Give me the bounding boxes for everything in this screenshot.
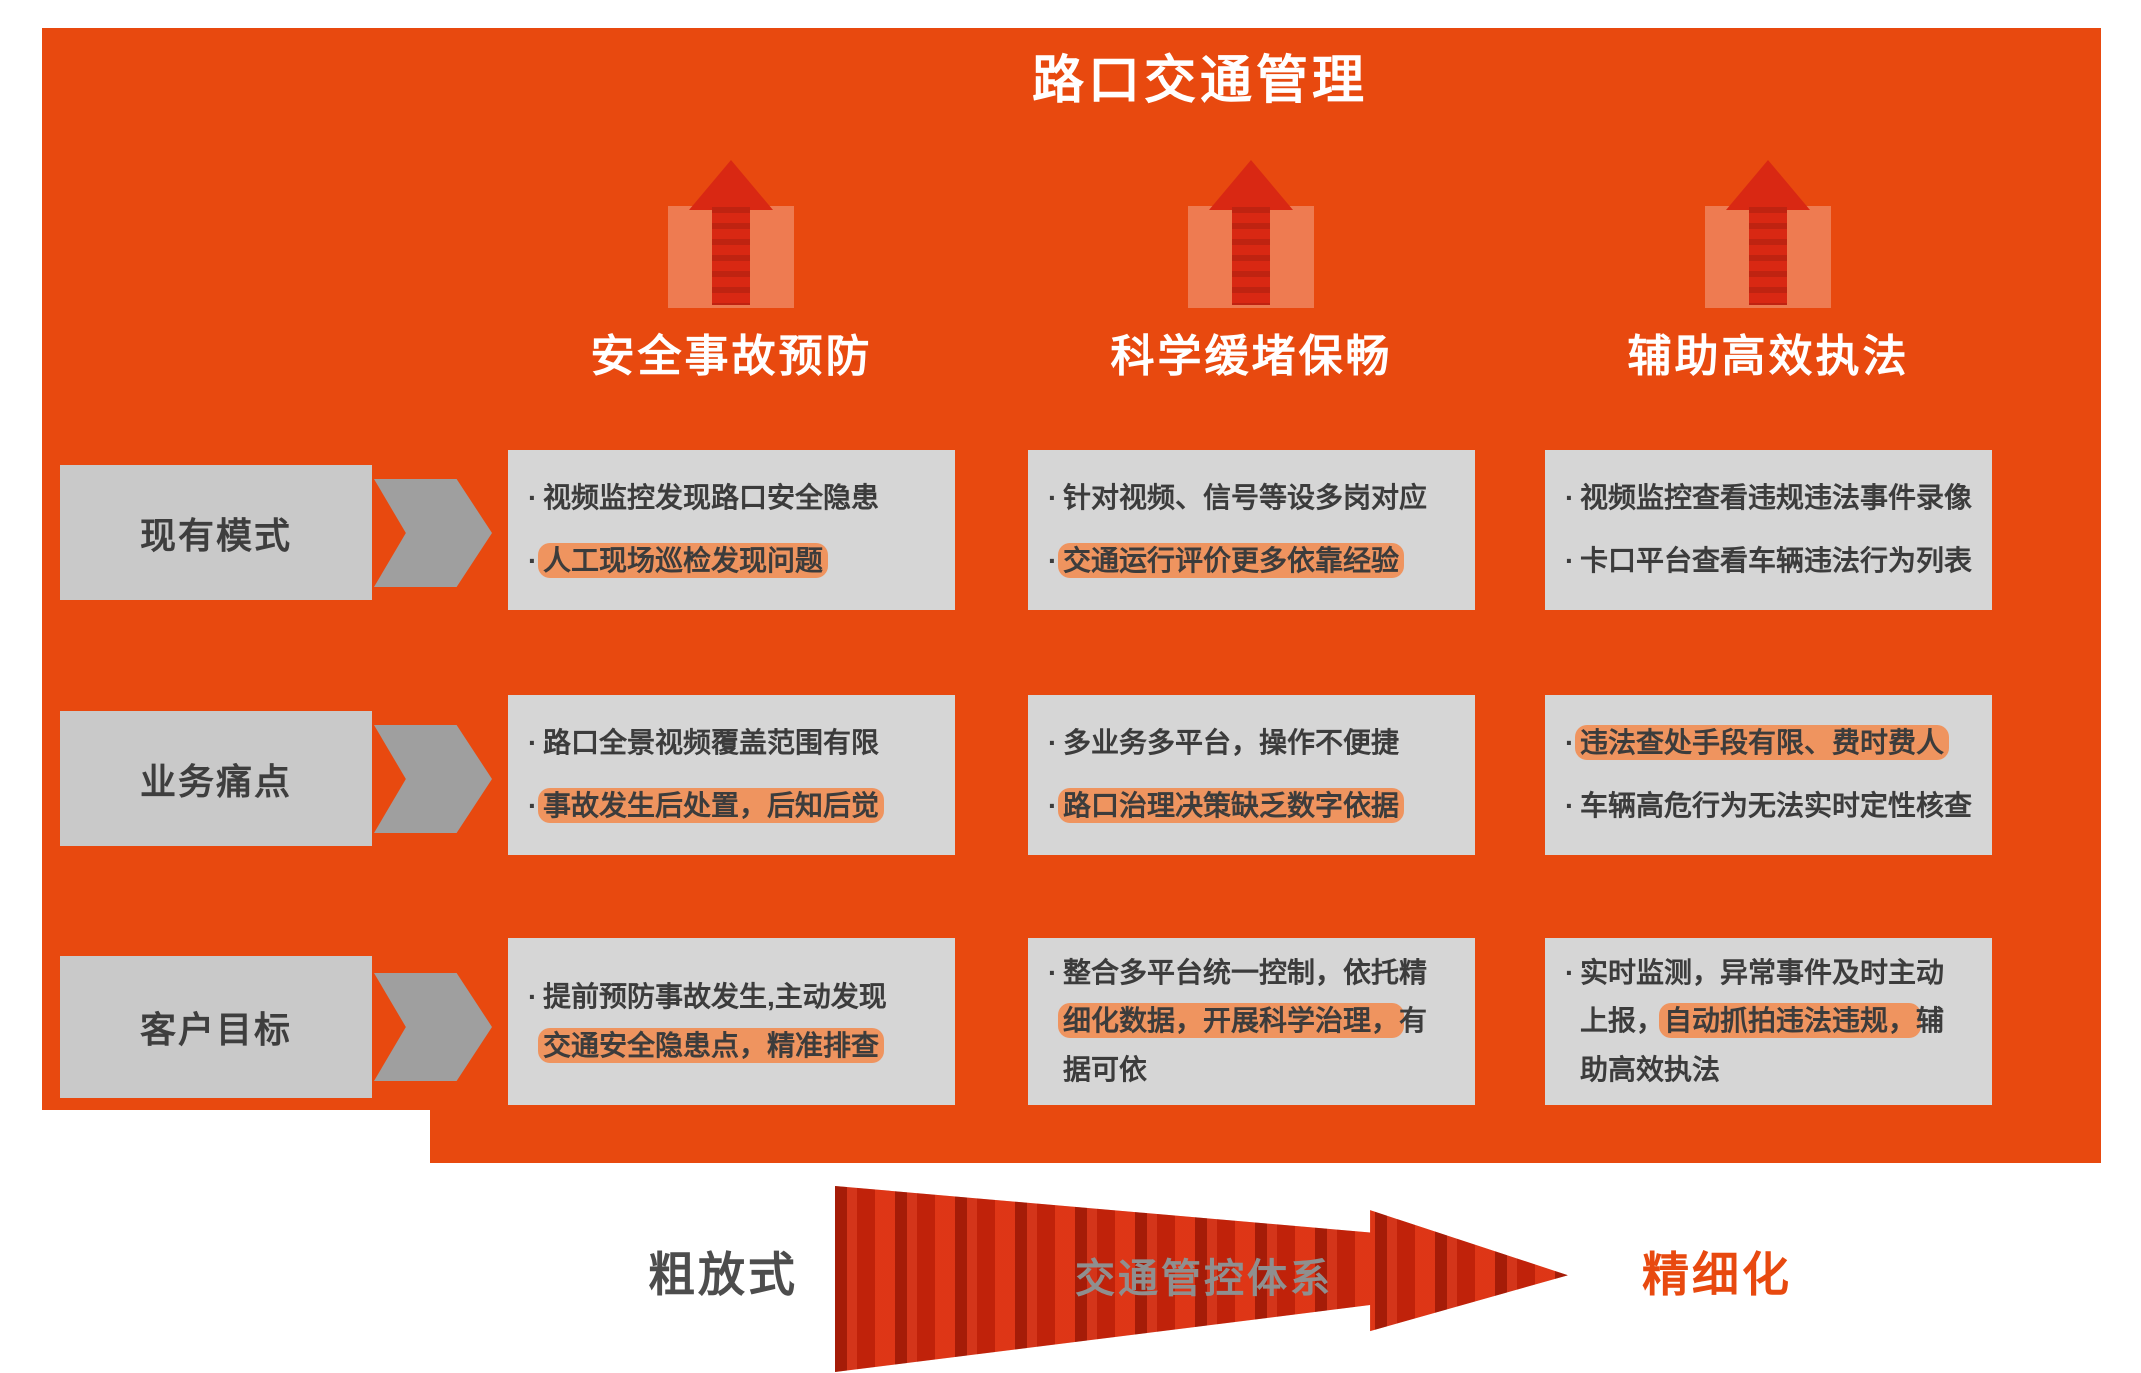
cell-text: 视频监控查看违规违法事件录像 (1580, 482, 1973, 514)
cell-text: 视频监控发现路口安全隐患 (543, 482, 880, 514)
bullet-icon: · (1565, 727, 1575, 759)
bullet-icon: · (1048, 727, 1058, 759)
cell-line: ·整合多平台统一控制，依托精 (1048, 953, 1455, 994)
cell-line: ·提前预防事故发生,主动发现 (528, 977, 935, 1018)
bullet-icon: · (528, 482, 538, 514)
arrow-stem (712, 207, 750, 305)
cell-text: 实时监测，异常事件及时主动 (1580, 956, 1945, 988)
content-cell: ·提前预防事故发生,主动发现交通安全隐患点，精准排查 (508, 938, 955, 1105)
highlighted-text: 路口治理决策缺乏数字依据 (1058, 788, 1405, 823)
content-cell: ·针对视频、信号等设多岗对应·交通运行评价更多依靠经验 (1028, 450, 1475, 610)
cell-line: 助高效执法 (1565, 1050, 1972, 1091)
bullet-icon: · (528, 727, 538, 759)
cell-text: 提前预防事故发生,主动发现 (543, 980, 887, 1012)
cell-line: ·交通运行评价更多依靠经验 (1048, 541, 1455, 582)
cell-text: 整合多平台统一控制，依托精 (1063, 956, 1428, 988)
content-cell: ·整合多平台统一控制，依托精细化数据，开展科学治理，有据可依 (1028, 938, 1475, 1105)
cell-line: 交通安全隐患点，精准排查 (528, 1026, 935, 1067)
cell-line: ·路口治理决策缺乏数字依据 (1048, 786, 1455, 827)
highlighted-text: 自动抓拍违法违规， (1659, 1003, 1922, 1039)
page-title: 路口交通管理 (1031, 52, 1368, 110)
highlighted-text: 交通运行评价更多依靠经验 (1058, 543, 1405, 578)
bullet-icon: · (1048, 545, 1058, 576)
cell-line: ·卡口平台查看车辆违法行为列表 (1565, 541, 1972, 582)
bullet-icon: · (1048, 790, 1058, 821)
bullet-icon: · (1048, 482, 1058, 514)
highlighted-text: 人工现场巡检发现问题 (538, 543, 829, 578)
cell-line: ·实时监测，异常事件及时主动 (1565, 953, 1972, 994)
arrow-up-icon (1176, 160, 1326, 310)
cell-line: ·人工现场巡检发现问题 (528, 541, 935, 582)
cell-text: 针对视频、信号等设多岗对应 (1063, 482, 1428, 514)
cell-line: ·视频监控查看违规违法事件录像 (1565, 478, 1972, 519)
column-header-safety: 安全事故预防 (590, 332, 873, 381)
cell-line: ·针对视频、信号等设多岗对应 (1048, 478, 1455, 519)
content-cell: ·视频监控发现路口安全隐患·人工现场巡检发现问题 (508, 450, 955, 610)
row-label-pain-points: 业务痛点 (60, 711, 372, 846)
cell-text: 助高效执法 (1580, 1053, 1721, 1085)
arrow-up-icon (1693, 160, 1843, 310)
cell-line: ·路口全景视频覆盖范围有限 (528, 723, 935, 764)
content-cell: ·实时监测，异常事件及时主动上报，自动抓拍违法违规，辅助高效执法 (1545, 938, 1992, 1105)
cell-text: 辅 (1916, 1005, 1945, 1037)
cell-text: 路口全景视频覆盖范围有限 (543, 727, 880, 759)
cell-line: ·车辆高危行为无法实时定性核查 (1565, 786, 1972, 827)
cell-text: 上报， (1580, 1005, 1665, 1037)
arrow-head (1726, 160, 1810, 210)
highlighted-text: 违法查处手段有限、费时费人 (1575, 725, 1950, 761)
content-cell: ·多业务多平台，操作不便捷·路口治理决策缺乏数字依据 (1028, 695, 1475, 855)
cell-text: 卡口平台查看车辆违法行为列表 (1580, 545, 1973, 576)
column-header-congestion: 科学缓堵保畅 (1110, 332, 1393, 381)
arrow-head (1209, 160, 1293, 210)
arrow-stem (1232, 207, 1270, 305)
cell-line: 细化数据，开展科学治理，有 (1048, 1001, 1455, 1042)
arrow-stem (1749, 207, 1787, 305)
content-cell: ·违法查处手段有限、费时费人·车辆高危行为无法实时定性核查 (1545, 695, 1992, 855)
bullet-icon: · (528, 545, 538, 576)
highlighted-text: 细化数据，开展科学治理， (1058, 1003, 1405, 1039)
cell-line: ·违法查处手段有限、费时费人 (1565, 723, 1972, 764)
arrow-up-icon (656, 160, 806, 310)
orange-panel-bottom-strip (430, 1110, 2101, 1163)
cell-line: ·多业务多平台，操作不便捷 (1048, 723, 1455, 764)
bullet-icon: · (1565, 482, 1575, 514)
content-cell: ·路口全景视频覆盖范围有限·事故发生后处置，后知后觉 (508, 695, 955, 855)
cell-line: 上报，自动抓拍违法违规，辅 (1565, 1001, 1972, 1042)
footer-right-label: 精细化 (1642, 1248, 1792, 1301)
bullet-icon: · (1565, 790, 1575, 821)
cell-line: ·事故发生后处置，后知后觉 (528, 786, 935, 827)
footer-left-label: 粗放式 (648, 1248, 798, 1301)
row-label-customer-goals: 客户目标 (60, 956, 372, 1098)
row-label-current-mode: 现有模式 (60, 465, 372, 600)
bullet-icon: · (1565, 545, 1575, 576)
cell-text: 有 (1399, 1005, 1428, 1037)
cell-line: 据可依 (1048, 1050, 1455, 1091)
cell-text: 车辆高危行为无法实时定性核查 (1580, 790, 1973, 821)
highlighted-text: 交通安全隐患点，精准排查 (538, 1027, 885, 1063)
arrow-head (689, 160, 773, 210)
cell-line: ·视频监控发现路口安全隐患 (528, 478, 935, 519)
bullet-icon: · (528, 790, 538, 821)
highlighted-text: 事故发生后处置，后知后觉 (538, 788, 885, 823)
cell-text: 据可依 (1063, 1053, 1148, 1085)
progression-arrow-label: 交通管控体系 (1075, 1257, 1333, 1301)
column-header-enforcement: 辅助高效执法 (1627, 332, 1910, 381)
bullet-icon: · (528, 980, 538, 1012)
bullet-icon: · (1565, 956, 1575, 988)
content-cell: ·视频监控查看违规违法事件录像·卡口平台查看车辆违法行为列表 (1545, 450, 1992, 610)
bullet-icon: · (1048, 956, 1058, 988)
cell-text: 多业务多平台，操作不便捷 (1063, 727, 1400, 759)
